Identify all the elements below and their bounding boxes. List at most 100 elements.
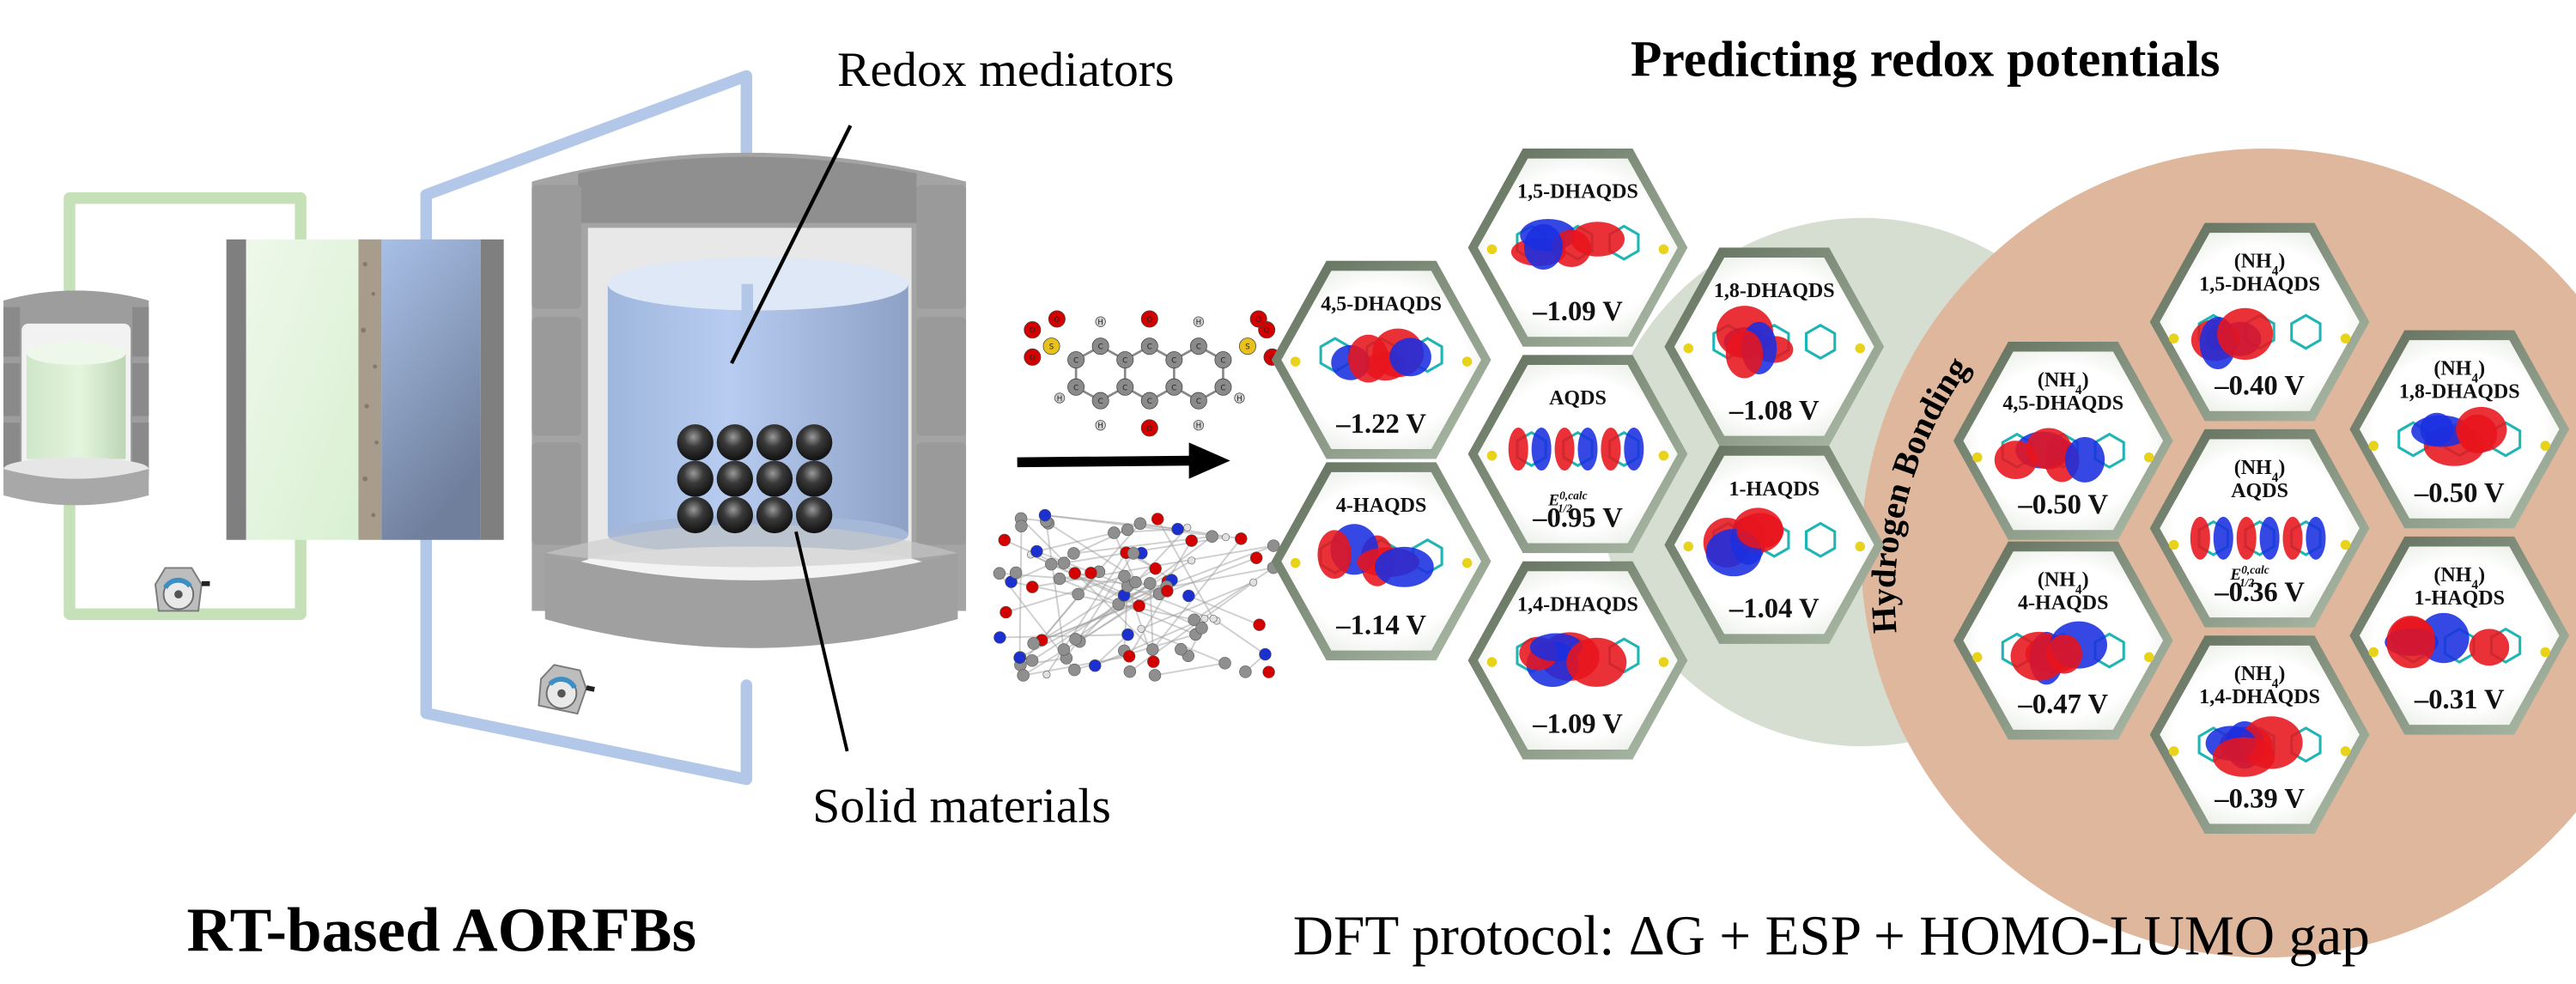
hexagon-face xyxy=(1478,364,1678,544)
sulfur-atom xyxy=(1486,244,1498,255)
ammonium-prefix: (NH4) xyxy=(2038,369,2089,398)
sulfur-atom xyxy=(1486,657,1498,667)
sulfur-atom xyxy=(2143,452,2154,463)
ammonium-prefix: (NH4) xyxy=(2433,357,2485,386)
molecule-hexagon: 1,4-DHAQDS–1.09 V xyxy=(1467,561,1688,760)
sulfur-atom xyxy=(1486,450,1498,461)
bond xyxy=(1094,617,1206,667)
atom xyxy=(1147,655,1160,668)
atom-label: S xyxy=(1245,343,1250,352)
atom xyxy=(1148,669,1162,682)
molecule-name: 4,5-DHAQDS xyxy=(1321,293,1442,315)
atom xyxy=(1121,628,1134,641)
atom xyxy=(1133,517,1147,530)
molecule-name: 1,4-DHAQDS xyxy=(2199,686,2320,708)
bond xyxy=(1044,514,1178,531)
solid-sphere xyxy=(677,496,714,534)
ammonium-prefix: (NH4) xyxy=(2234,457,2286,484)
atom xyxy=(1185,534,1198,547)
atom xyxy=(1121,523,1134,537)
atom-label: H xyxy=(1196,422,1202,431)
sulfur-atom xyxy=(2168,539,2179,550)
solid-materials-leader-line xyxy=(794,531,849,752)
membrane xyxy=(358,239,382,540)
atom-label: O xyxy=(1146,425,1152,434)
ammonium-hexagon-grid: (NH4)4,5-DHAQDS–0.50 V(NH4)1,5-DHAQDS–0.… xyxy=(1953,222,2570,835)
atom xyxy=(1054,392,1066,404)
left-caption: RT-based AORFBs xyxy=(186,896,696,965)
molecule-name: 1,8-DHAQDS xyxy=(2399,380,2520,403)
atom-label: O xyxy=(1054,316,1060,325)
redox-potential-value: –0.31 V xyxy=(2414,684,2505,715)
atom xyxy=(1200,614,1209,623)
solid-sphere xyxy=(796,424,833,461)
atom xyxy=(1072,587,1084,601)
atom xyxy=(1024,348,1042,366)
bond xyxy=(1194,567,1274,621)
bond xyxy=(1188,595,1260,626)
atom xyxy=(1095,420,1106,431)
bond xyxy=(1151,538,1242,651)
atom xyxy=(1127,547,1140,560)
redox-potential-value: –0.39 V xyxy=(2214,783,2305,814)
bond xyxy=(1123,567,1274,597)
atom xyxy=(1234,392,1245,404)
sulfur-atom xyxy=(2540,647,2550,658)
sulfur-atom xyxy=(2143,652,2154,663)
atom xyxy=(1133,599,1145,612)
atom xyxy=(1057,643,1071,656)
electrochemical-cell xyxy=(226,239,504,540)
redox-potential-value: –1.04 V xyxy=(1728,593,1820,624)
atom xyxy=(1089,659,1102,672)
solid-sphere xyxy=(677,424,714,461)
negolyte-tubing xyxy=(64,192,307,621)
solid-sphere xyxy=(677,460,714,497)
atom xyxy=(1038,508,1052,522)
bond xyxy=(999,634,1128,639)
polymer-molecule-model xyxy=(993,508,1280,682)
atom-label: H xyxy=(1097,319,1103,327)
orbital-lobe-positive xyxy=(2217,307,2274,361)
atom xyxy=(1030,544,1043,558)
atom-label: C xyxy=(1220,384,1225,392)
atom xyxy=(1048,310,1066,328)
sulfur-atom xyxy=(1461,557,1473,568)
redox-potential-value: –0.50 V xyxy=(2414,478,2505,509)
right-title: Predicting redox potentials xyxy=(1631,30,2220,87)
orbital-lobe-negative xyxy=(1375,546,1434,587)
sulfur-atom xyxy=(1855,343,1866,354)
atom-label: C xyxy=(1147,343,1152,352)
orbital-lobe-positive xyxy=(2282,516,2303,560)
molecule-name: AQDS xyxy=(1549,387,1607,410)
orbital-lobe-positive xyxy=(2458,414,2498,454)
orbital-lobe-positive xyxy=(1554,428,1575,471)
atom xyxy=(1140,419,1158,437)
orbital-lobe-negative xyxy=(1531,428,1552,471)
molecule-hexagon: 4-HAQDS–1.14 V xyxy=(1271,462,1492,661)
peristaltic-pump-icon xyxy=(538,664,595,715)
orbital-lobe-positive xyxy=(2236,516,2257,560)
atom xyxy=(1129,575,1142,589)
posolyte-reservoir xyxy=(532,152,967,648)
atom-label: S xyxy=(1049,343,1054,352)
sulfur-atom xyxy=(1658,450,1669,461)
atom xyxy=(1193,316,1205,327)
atom xyxy=(1189,392,1207,410)
atom xyxy=(1116,378,1134,396)
atom-label: C xyxy=(1073,384,1078,392)
atom xyxy=(1112,598,1125,610)
atom xyxy=(1122,650,1136,663)
redox-potential-value: –1.09 V xyxy=(1532,296,1623,327)
sulfur-atom xyxy=(1683,541,1694,552)
sulfur-atom xyxy=(2368,440,2379,451)
atom xyxy=(1025,654,1039,667)
molecule-hexagon: (NH4)4,5-DHAQDS–0.50 V xyxy=(1953,342,2173,540)
sulfur-atom xyxy=(1290,557,1301,568)
atom xyxy=(1053,572,1066,586)
atom-label: O xyxy=(1264,327,1270,336)
atom-label: O xyxy=(1269,354,1275,362)
atom xyxy=(1214,351,1232,369)
atom-label: H xyxy=(1057,395,1063,404)
atom xyxy=(1206,530,1218,543)
